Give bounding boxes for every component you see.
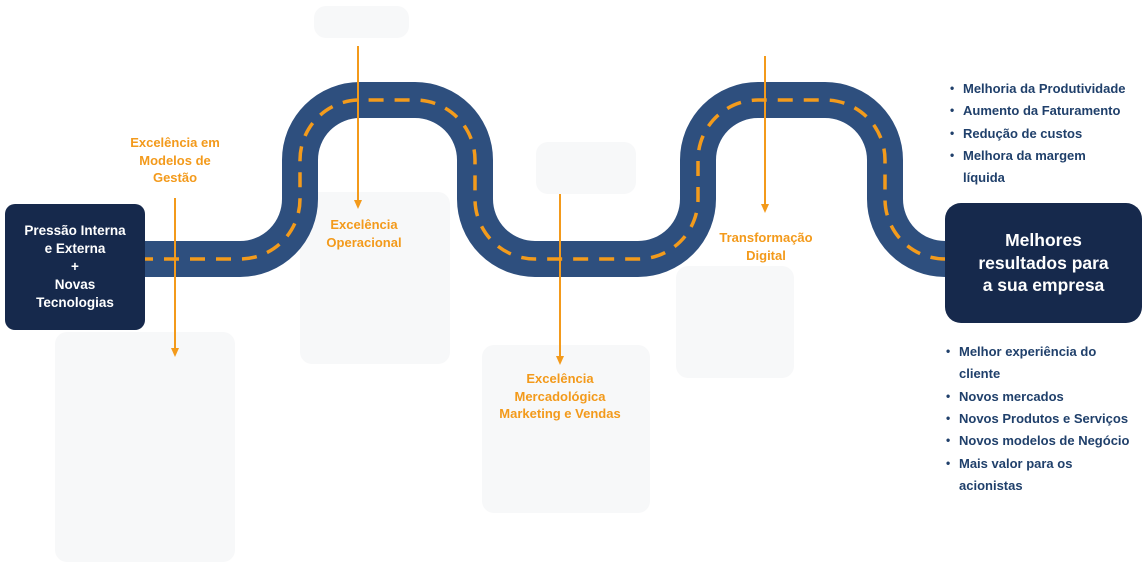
faded-illustration [676, 266, 794, 378]
benefit-text: Redução de custos [963, 125, 1083, 141]
road-centerline [138, 98, 962, 261]
benefits-list-bottom: • Melhor experiência do cliente • Novos … [946, 341, 1142, 498]
list-item: • Melhoria da Produtividade [950, 78, 1142, 100]
marker-arrow-icon [171, 348, 179, 357]
marker-arrow-icon [761, 204, 769, 213]
bullet-icon: • [946, 433, 951, 448]
milestone-label-excelencia-operacional: Excelência Operacional [326, 217, 402, 250]
benefit-text: Novos Produtos e Serviços [959, 411, 1129, 427]
bullet-icon: • [950, 125, 955, 140]
bullet-icon: • [946, 455, 951, 470]
bullet-icon: • [950, 81, 955, 95]
marker-arrow-icon [354, 200, 362, 209]
start-box: Pressão Interna e Externa + Novas Tecnol… [5, 204, 145, 330]
list-item: • Redução de custos [950, 123, 1142, 145]
benefit-text: Melhoria da Produtividade [963, 81, 1126, 96]
faded-illustration [536, 142, 636, 194]
bullet-icon: • [946, 344, 951, 358]
benefit-text: Mais valor para os acionistas [959, 455, 1073, 494]
end-box-text: Melhores resultados para a sua empresa [978, 229, 1109, 296]
list-item: • Melhor experiência do cliente [946, 341, 1142, 386]
bullet-icon: • [950, 103, 955, 118]
end-box: Melhores resultados para a sua empresa [945, 203, 1142, 323]
faded-illustration [55, 332, 235, 562]
milestone-label-excelencia-mercadologica: Excelência Mercadológica Marketing e Ven… [499, 371, 621, 422]
faded-illustration [482, 345, 650, 513]
benefit-text: Novos modelos de Negócio [959, 433, 1130, 449]
list-item: • Novos mercados [946, 386, 1142, 408]
marker-arrow-icon [556, 356, 564, 365]
bullet-icon: • [950, 148, 955, 163]
milestone-label-transformacao-digital: Transformação Digital [719, 230, 813, 263]
milestone-label-modelos-de-gestao: Excelência em Modelos de Gestão [130, 135, 220, 186]
start-box-text: Pressão Interna e Externa + Novas Tecnol… [24, 223, 126, 310]
benefits-list-top: • Melhoria da Produtividade • Aumento da… [950, 78, 1142, 190]
bullet-icon: • [946, 411, 951, 426]
benefit-text: Melhor experiência do cliente [959, 344, 1097, 382]
list-item: • Novos Produtos e Serviços [946, 408, 1142, 430]
benefit-text: Aumento da Faturamento [963, 103, 1121, 119]
benefit-text: Melhora da margem líquida [963, 148, 1086, 186]
list-item: • Melhora da margem líquida [950, 145, 1142, 190]
faded-illustration [314, 6, 409, 38]
list-item: • Aumento da Faturamento [950, 100, 1142, 122]
faded-illustration [300, 192, 450, 364]
list-item: • Mais valor para os acionistas [946, 453, 1142, 498]
benefit-text: Novos mercados [959, 388, 1064, 404]
list-item: • Novos modelos de Negócio [946, 430, 1142, 452]
bullet-icon: • [946, 388, 951, 403]
